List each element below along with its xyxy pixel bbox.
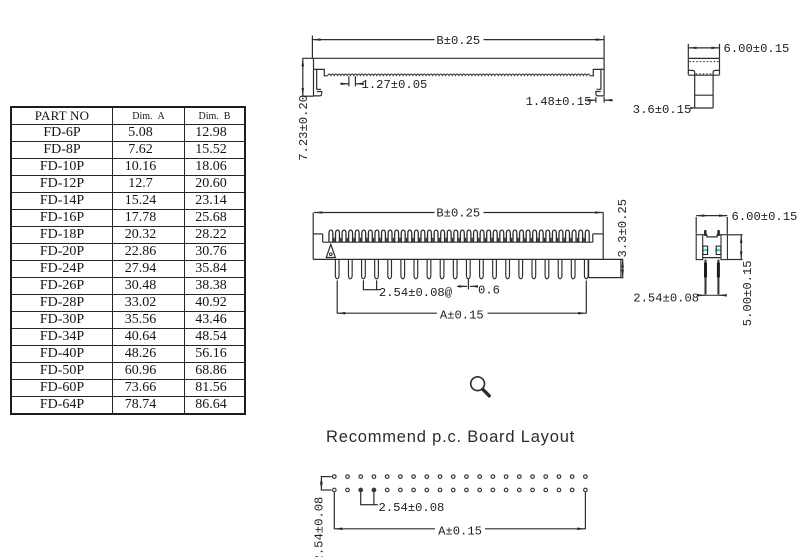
svg-text:2.54±0.08@: 2.54±0.08@ <box>379 286 453 300</box>
svg-text:6.00±0.15: 6.00±0.15 <box>724 42 790 56</box>
svg-text:6.00±0.15: 6.00±0.15 <box>732 210 798 224</box>
svg-text:1.48±0.15: 1.48±0.15 <box>526 95 592 109</box>
svg-text:2.54±0.08: 2.54±0.08 <box>633 291 699 305</box>
svg-text:3.3±0.25: 3.3±0.25 <box>616 199 630 258</box>
svg-text:A±0.15: A±0.15 <box>438 524 482 538</box>
svg-text:B±0.25: B±0.25 <box>436 207 480 221</box>
svg-text:0.6: 0.6 <box>478 284 500 298</box>
svg-text:5.00±0.15: 5.00±0.15 <box>741 260 755 326</box>
svg-text:2.54±0.08: 2.54±0.08 <box>379 501 445 515</box>
svg-text:7.23±0.20: 7.23±0.20 <box>297 95 311 161</box>
svg-text:3.6±0.15: 3.6±0.15 <box>633 103 692 117</box>
svg-text:B±0.25: B±0.25 <box>436 34 480 48</box>
svg-text:2.54±0.08: 2.54±0.08 <box>313 497 327 557</box>
svg-text:1.27±0.05: 1.27±0.05 <box>362 78 428 92</box>
svg-text:Recommend p.c. Board Layout: Recommend p.c. Board Layout <box>326 428 575 446</box>
svg-text:A±0.15: A±0.15 <box>440 308 484 322</box>
